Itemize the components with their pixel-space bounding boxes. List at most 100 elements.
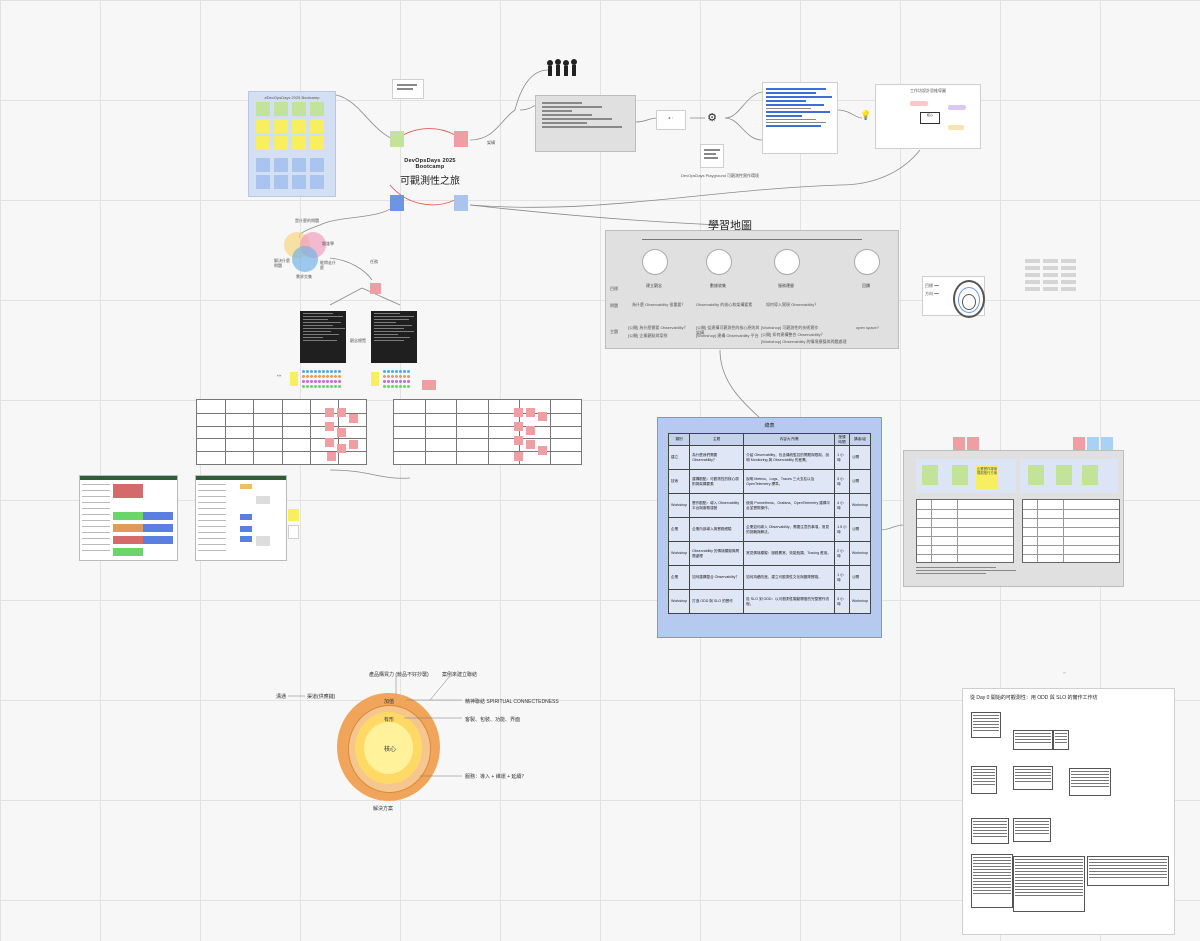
board-sticky[interactable] xyxy=(292,102,306,116)
sheet-sticky[interactable] xyxy=(349,414,358,423)
vote-dot xyxy=(318,380,321,383)
sheet-gridline xyxy=(456,400,458,464)
summary-cell: 企業內部導入與實務經驗 xyxy=(689,517,745,543)
green-sticky[interactable] xyxy=(390,131,404,147)
vote-dot xyxy=(391,375,394,378)
sheet-gridline xyxy=(394,451,581,453)
board-sticky[interactable] xyxy=(256,175,270,189)
sheet-sticky[interactable] xyxy=(514,408,523,417)
blue-sticky-2[interactable] xyxy=(1087,437,1099,451)
workbook-row xyxy=(198,496,226,497)
summary-row: 企業企業內部導入與實務經驗企業如何導入 Observability，需要注意的事… xyxy=(667,517,872,543)
sticky-note-text: 企業實作專案規劃推行方案 xyxy=(976,465,998,489)
board-sticky[interactable] xyxy=(292,136,306,150)
vote-dot xyxy=(383,385,386,388)
vote-dot xyxy=(326,370,329,373)
workbook-row xyxy=(198,544,226,545)
topic-2: [公開] 從建構可觀測性的核心原則與架構 xyxy=(696,325,760,335)
row-label-topic: 主題 xyxy=(610,329,618,334)
blue-sticky[interactable] xyxy=(390,195,404,211)
vote-dot xyxy=(403,385,406,388)
plan-row-line xyxy=(1023,527,1119,528)
vote-dot xyxy=(399,370,402,373)
board-sticky[interactable] xyxy=(292,158,306,172)
summary-cell: Workshop xyxy=(667,541,691,567)
crowd-illustration xyxy=(545,57,579,79)
yellow-sticky-2[interactable] xyxy=(371,372,379,386)
workbook-row xyxy=(198,532,226,533)
pink-sticky-6[interactable] xyxy=(1073,437,1085,451)
sheet-sticky[interactable] xyxy=(337,408,346,417)
sheet-sticky[interactable] xyxy=(325,438,334,447)
sheet-sticky[interactable] xyxy=(538,446,547,455)
screenshot-terminal-1 xyxy=(300,311,346,363)
summary-cell: 企業 xyxy=(667,517,691,543)
sheet-sticky[interactable] xyxy=(325,408,334,417)
light-blue-sticky[interactable] xyxy=(454,195,468,211)
onion-core-label: 核心 xyxy=(384,747,397,753)
stage-circle xyxy=(642,249,668,275)
summary-cell: 使用 Prometheus、Grafana、OpenTelemetry 建構平台… xyxy=(743,493,836,519)
board-sticky[interactable] xyxy=(256,158,270,172)
workbook-row xyxy=(82,514,110,515)
vote-dot xyxy=(306,370,309,373)
board-sticky[interactable] xyxy=(310,102,324,116)
pink-sticky[interactable] xyxy=(454,131,468,147)
summary-header-cell: 講者/組 xyxy=(848,432,872,447)
checklist-cell xyxy=(1043,280,1058,284)
vote-dot xyxy=(302,385,305,388)
row-label-goal: 目標 xyxy=(610,286,618,291)
board-sticky[interactable] xyxy=(292,175,306,189)
sheet-sticky[interactable] xyxy=(514,452,523,461)
sheet-sticky[interactable] xyxy=(327,452,336,461)
board-sticky[interactable] xyxy=(274,175,288,189)
board-sticky[interactable] xyxy=(256,102,270,116)
yellow-sticky[interactable] xyxy=(290,372,298,386)
board-sticky[interactable] xyxy=(274,102,288,116)
vote-dot xyxy=(310,380,313,383)
vote-dot xyxy=(334,385,337,388)
board-sticky[interactable] xyxy=(310,119,324,133)
board-sticky[interactable] xyxy=(256,136,270,150)
sheet-sticky[interactable] xyxy=(526,426,535,435)
vote-dot xyxy=(383,370,386,373)
checklist-cell xyxy=(1025,259,1040,263)
sheet-sticky[interactable] xyxy=(514,436,523,445)
pink-sticky-5[interactable] xyxy=(967,437,979,451)
board-sticky[interactable] xyxy=(274,119,288,133)
summary-cell: 公開 xyxy=(848,517,872,543)
checklist-cell xyxy=(1025,273,1040,277)
board-sticky[interactable] xyxy=(274,158,288,172)
board-sticky[interactable] xyxy=(256,119,270,133)
sheet-sticky[interactable] xyxy=(538,412,547,421)
summary-cell: Workshop xyxy=(848,589,872,615)
sheet-sticky[interactable] xyxy=(349,440,358,449)
workbook-band xyxy=(113,536,143,544)
stage-label: 服務運營 xyxy=(778,283,794,288)
screenshot-terminal-2 xyxy=(371,311,417,363)
sheet-sticky[interactable] xyxy=(337,428,346,437)
sheet-sticky[interactable] xyxy=(526,440,535,449)
learning-map-panel: 建立觀念數據收集服務運營回饋 目標 問題 主題 為什麼 Observabilit… xyxy=(605,230,899,349)
board-sticky[interactable] xyxy=(274,136,288,150)
plan-row-line xyxy=(917,545,1013,546)
pink-sticky-4[interactable] xyxy=(953,437,965,451)
vote-dot xyxy=(322,385,325,388)
board-sticky[interactable] xyxy=(292,119,306,133)
vote-dot xyxy=(403,380,406,383)
sheet-sticky[interactable] xyxy=(337,444,346,453)
pink-sticky-3[interactable] xyxy=(422,380,436,390)
sheet-gridline xyxy=(309,400,311,464)
board-sticky[interactable] xyxy=(310,175,324,189)
sheet-sticky[interactable] xyxy=(526,408,535,417)
summary-cell: 1 小時 xyxy=(834,565,850,591)
board-sticky[interactable] xyxy=(310,158,324,172)
board-sticky[interactable] xyxy=(310,136,324,150)
sheet-sticky[interactable] xyxy=(325,422,334,431)
sheet-sticky[interactable] xyxy=(514,422,523,431)
vote-dot xyxy=(395,375,398,378)
pink-sticky-2[interactable] xyxy=(370,283,381,294)
workshop-table xyxy=(971,818,1009,844)
blue-sticky-3[interactable] xyxy=(1101,437,1113,451)
